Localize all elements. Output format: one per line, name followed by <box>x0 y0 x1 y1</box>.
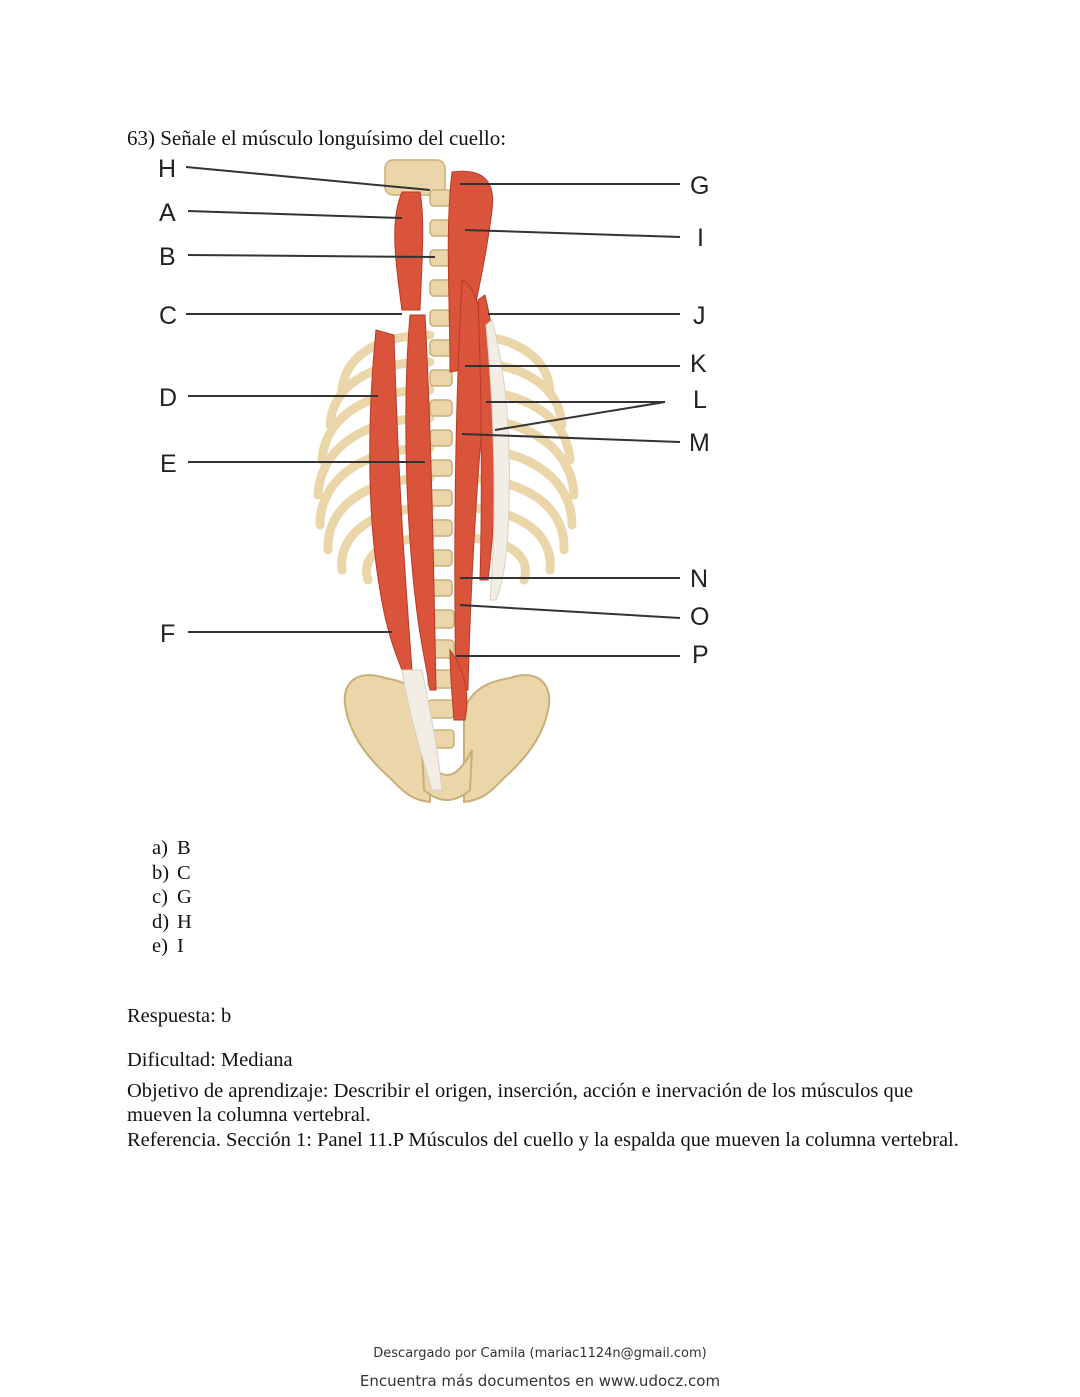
label-n: N <box>690 565 708 593</box>
label-p: P <box>692 641 709 669</box>
footer-more-docs-link[interactable]: Encuentra más documentos en www.udocz.co… <box>359 1372 721 1390</box>
answer-text: Respuesta: b <box>127 1005 232 1027</box>
left-cervical-muscle <box>394 191 424 311</box>
label-h: H <box>158 155 176 183</box>
option-text: G <box>177 886 192 908</box>
label-a: A <box>159 199 176 227</box>
label-k: K <box>690 350 707 378</box>
label-b: B <box>159 243 176 271</box>
option-text: B <box>177 837 191 859</box>
label-e: E <box>160 450 177 478</box>
option-text: H <box>177 910 192 933</box>
reference-text: Referencia. Sección 1: Panel 11.P Múscul… <box>127 1128 959 1151</box>
question-metadata: Dificultad: Mediana Objetivo de aprendiz… <box>127 1048 967 1152</box>
option-c[interactable]: c) G <box>152 885 192 910</box>
difficulty-text: Dificultad: Mediana <box>127 1049 293 1071</box>
vertebral-column <box>384 159 455 749</box>
muscles <box>369 170 510 791</box>
label-c: C <box>159 302 177 330</box>
left-iliocostalis <box>369 329 413 671</box>
label-l: L <box>693 386 707 414</box>
answer-options: a) B b) C c) G d) H e) I <box>152 836 192 959</box>
option-letter: b) <box>152 861 170 884</box>
figure-labels: H A B C D E F G I J K L M N O P <box>158 155 710 669</box>
option-text: C <box>177 861 191 884</box>
anatomy-figure: H A B C D E F G I J K L M N O P <box>140 150 740 810</box>
question-text: 63) Señale el músculo longuísimo del cue… <box>127 126 507 150</box>
option-a[interactable]: a) B <box>152 836 192 861</box>
label-m: M <box>689 429 710 457</box>
left-longissimus <box>405 314 437 691</box>
lower-multifidus <box>449 648 468 721</box>
option-b[interactable]: b) C <box>152 861 192 886</box>
label-g: G <box>690 172 709 200</box>
objective-text: Objetivo de aprendizaje: Describir el or… <box>127 1079 914 1127</box>
back-muscles-illustration: H A B C D E F G I J K L M N O P <box>158 155 710 804</box>
option-e[interactable]: e) I <box>152 934 192 959</box>
leader-lines <box>185 166 681 657</box>
label-j: J <box>693 302 706 330</box>
label-o: O <box>690 603 709 631</box>
label-d: D <box>159 384 177 412</box>
option-letter: d) <box>152 910 170 933</box>
label-f: F <box>160 620 175 648</box>
label-i: I <box>697 224 704 252</box>
option-text: I <box>177 935 184 957</box>
sacral-tendon <box>401 669 443 791</box>
option-letter: e) <box>152 935 168 957</box>
footer-downloaded-by: Descargado por Camila (mariac1124n@gmail… <box>373 1346 707 1361</box>
option-letter: a) <box>152 837 168 859</box>
option-letter: c) <box>152 886 168 908</box>
option-d[interactable]: d) H <box>152 910 192 935</box>
